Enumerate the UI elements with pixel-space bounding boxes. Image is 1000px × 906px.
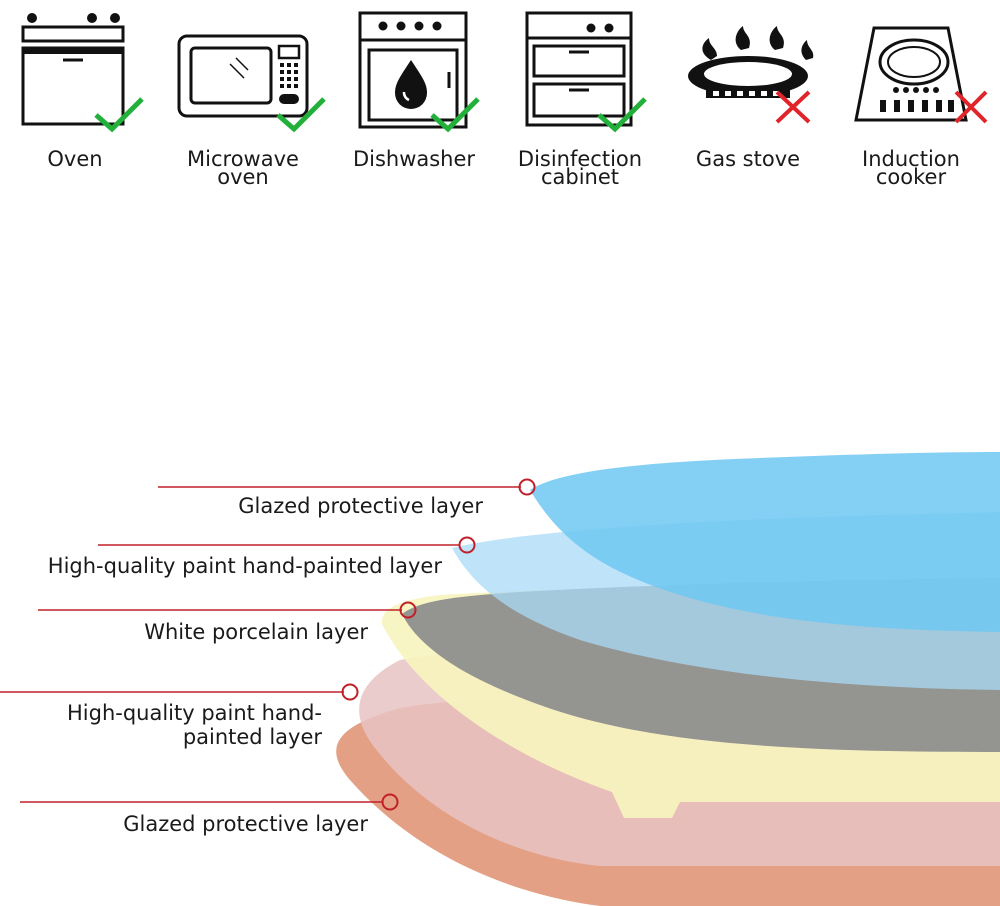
check-icon [276, 97, 326, 133]
layer-marker [518, 478, 536, 496]
induction-cooker-icon [854, 26, 988, 124]
appliance-label: Dishwasher [352, 147, 476, 171]
disinfection-cabinet-icon [525, 11, 647, 133]
cross-icon [954, 90, 988, 124]
check-icon [94, 97, 144, 133]
appliance-label: Disinfection cabinet [517, 147, 643, 189]
layer-label-white-porcelain: White porcelain layer [144, 620, 368, 644]
oven-icon [21, 13, 144, 133]
check-icon [430, 97, 480, 133]
layer-glazed-protective-top [530, 452, 1000, 632]
cross-icon [775, 90, 811, 124]
gas-stove-icon [688, 26, 814, 124]
layer-marker [399, 601, 417, 619]
check-icon [597, 97, 647, 133]
layer-marker [458, 536, 476, 554]
layer-label-paint-bottom: High-quality paint hand- painted layer [66, 701, 322, 749]
appliance-label: Microwave oven [187, 147, 299, 189]
appliance-label: Oven [47, 147, 103, 171]
layer-label-paint-top: High-quality paint hand-painted layer [47, 554, 442, 578]
dishwasher-icon [358, 11, 480, 133]
appliance-label: Gas stove [695, 147, 801, 171]
microwave-icon [177, 34, 326, 133]
layer-label-glazed-top: Glazed protective layer [238, 494, 483, 518]
layer-marker [381, 793, 399, 811]
appliance-label: Induction cooker [862, 147, 960, 189]
layer-label-glazed-bottom: Glazed protective layer [123, 812, 368, 836]
layer-marker [341, 683, 359, 701]
